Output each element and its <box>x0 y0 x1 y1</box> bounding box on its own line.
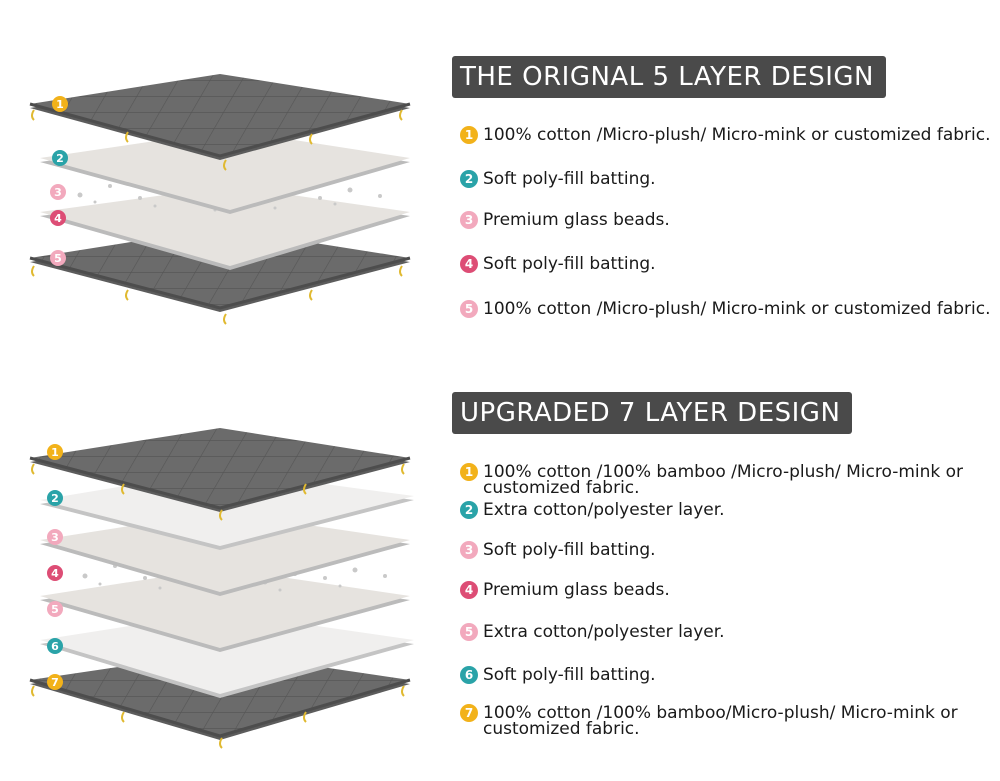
diagram-marker-7: 7 <box>47 674 63 690</box>
layer-7-loops <box>31 685 405 749</box>
svg-text:4: 4 <box>51 567 59 580</box>
marker-4-icon: 4 <box>460 581 478 599</box>
section2-item-6: 6 Soft poly-fill batting. <box>460 665 995 684</box>
section1-item-4: 4 Soft poly-fill batting. <box>460 254 995 273</box>
item-text: 100% cotton /100% bamboo /Micro-plush/ M… <box>483 462 964 498</box>
svg-text:6: 6 <box>51 640 59 653</box>
diagram-marker-4: 4 <box>50 210 66 226</box>
layer-4-batting <box>40 186 410 270</box>
five-layer-diagram: 1 2 3 4 5 <box>29 74 411 325</box>
marker-7-icon: 7 <box>460 704 478 722</box>
section1-item-2: 2 Soft poly-fill batting. <box>460 169 995 188</box>
item-text: Premium glass beads. <box>483 210 670 230</box>
marker-1-icon: 1 <box>460 463 478 481</box>
marker-5-icon: 5 <box>460 623 478 641</box>
diagram-marker-3: 3 <box>50 184 66 200</box>
item-text: Premium glass beads. <box>483 580 670 600</box>
five-layer-section: 1 2 3 4 5 THE ORIGNAL 5 LAYER DESIGN 1 1… <box>0 0 1000 360</box>
section2-item-4: 4 Premium glass beads. <box>460 580 995 599</box>
section2-item-7: 7 100% cotton /100% bamboo/Micro-plush/ … <box>460 703 995 739</box>
svg-text:5: 5 <box>51 603 59 616</box>
section1-item-5: 5 100% cotton /Micro-plush/ Micro-mink o… <box>460 299 995 318</box>
layer-5-cotton <box>40 568 410 652</box>
svg-text:2: 2 <box>56 152 64 165</box>
marker-4-icon: 4 <box>460 255 478 273</box>
item-text: Extra cotton/polyester layer. <box>483 500 725 520</box>
item-text: 100% cotton /Micro-plush/ Micro-mink or … <box>483 125 991 145</box>
layer-1-quilt <box>29 74 411 171</box>
marker-2-icon: 2 <box>460 170 478 188</box>
svg-text:3: 3 <box>54 186 62 199</box>
section2-item-1: 1 100% cotton /100% bamboo /Micro-plush/… <box>460 462 995 498</box>
svg-text:2: 2 <box>51 492 59 505</box>
marker-1-icon: 1 <box>460 126 478 144</box>
layer-5-quilt <box>29 228 411 312</box>
item-text: 100% cotton /Micro-plush/ Micro-mink or … <box>483 299 991 319</box>
marker-3-icon: 3 <box>460 541 478 559</box>
diagram-marker-1: 1 <box>52 96 68 112</box>
marker-6-icon: 6 <box>460 666 478 684</box>
item-text: Soft poly-fill batting. <box>483 254 656 274</box>
svg-text:5: 5 <box>54 252 62 265</box>
section1-item-3: 3 Premium glass beads. <box>460 210 995 229</box>
section1-title: THE ORIGNAL 5 LAYER DESIGN <box>452 56 886 98</box>
svg-text:4: 4 <box>54 212 62 225</box>
item-text: Soft poly-fill batting. <box>483 665 656 685</box>
layer-5-loops <box>31 265 403 325</box>
item-text: Extra cotton/polyester layer. <box>483 622 725 642</box>
seven-layer-section: 1 2 3 4 5 6 7 UPGRADED 7 LAYER DESIGN 1 … <box>0 360 1000 781</box>
diagram-marker-5: 5 <box>47 601 63 617</box>
svg-text:1: 1 <box>51 446 59 459</box>
diagram-marker-5: 5 <box>50 250 66 266</box>
marker-5-icon: 5 <box>460 300 478 318</box>
item-text: 100% cotton /100% bamboo/Micro-plush/ Mi… <box>483 703 958 739</box>
marker-2-icon: 2 <box>460 501 478 519</box>
seven-layer-diagram: 1 2 3 4 5 6 7 <box>29 428 414 749</box>
svg-text:1: 1 <box>56 98 64 111</box>
diagram-marker-3: 3 <box>47 529 63 545</box>
section2-title: UPGRADED 7 LAYER DESIGN <box>452 392 853 434</box>
marker-3-icon: 3 <box>460 211 478 229</box>
layer-6-batting <box>40 612 414 698</box>
layer-1-quilt <box>29 428 411 521</box>
item-text: Soft poly-fill batting. <box>483 169 656 189</box>
svg-text:7: 7 <box>51 676 59 689</box>
svg-text:3: 3 <box>51 531 59 544</box>
diagram-marker-4: 4 <box>47 565 63 581</box>
diagram-marker-2: 2 <box>52 150 68 166</box>
item-text: Soft poly-fill batting. <box>483 540 656 560</box>
section2-item-3: 3 Soft poly-fill batting. <box>460 540 995 559</box>
diagram-marker-6: 6 <box>47 638 63 654</box>
section1-item-1: 1 100% cotton /Micro-plush/ Micro-mink o… <box>460 125 995 144</box>
section2-item-2: 2 Extra cotton/polyester layer. <box>460 500 995 519</box>
diagram-marker-2: 2 <box>47 490 63 506</box>
section2-item-5: 5 Extra cotton/polyester layer. <box>460 622 995 641</box>
layer-3-batting <box>40 512 410 596</box>
diagram-marker-1: 1 <box>47 444 63 460</box>
